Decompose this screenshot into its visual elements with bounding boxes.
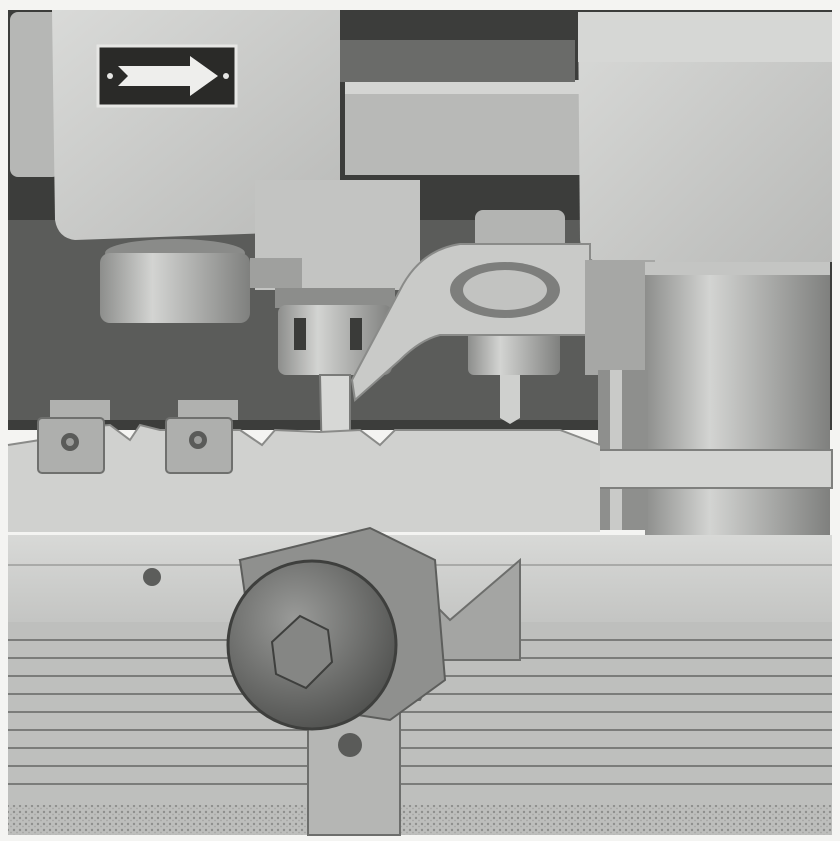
hex-bolt-icon: [270, 614, 334, 690]
direction-arrow-icon: [96, 44, 238, 108]
center-spindle-block: [250, 258, 302, 288]
link-arm-eye-inner: [463, 270, 547, 310]
upper-right-cap: [578, 12, 832, 62]
textured-floor: [8, 805, 832, 835]
rail-hole-left: [143, 568, 161, 586]
screw-icon: [338, 733, 362, 757]
second-cutting-bit: [500, 375, 520, 424]
left-post: [10, 12, 60, 177]
upper-right-housing: [578, 12, 832, 262]
second-spindle-top: [475, 210, 565, 250]
right-column: [645, 275, 830, 535]
left-collar: [100, 253, 250, 323]
clamp-left: [37, 400, 110, 474]
saw-strip: [8, 425, 600, 532]
top-beam-bracket: [340, 40, 575, 82]
clamp-right: [165, 400, 238, 474]
top-beam-highlight: [345, 80, 590, 94]
knob-clamp: [226, 526, 521, 836]
top-beam: [345, 80, 590, 175]
right-bracket: [585, 260, 655, 375]
